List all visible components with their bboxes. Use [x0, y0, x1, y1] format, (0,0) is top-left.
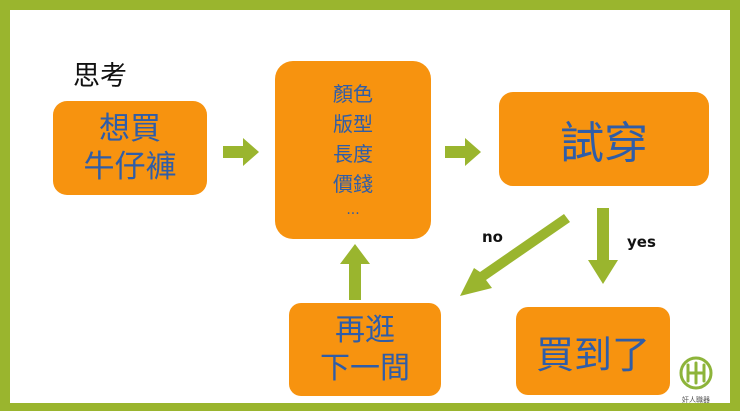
criteria-fit: 版型 — [333, 112, 373, 136]
criteria-price: 價錢 — [333, 172, 373, 196]
logo-caption: 奸人職器 — [682, 396, 710, 404]
edge-label-yes: yes — [627, 233, 656, 251]
node-want-jeans-line-1: 想買 — [99, 111, 161, 147]
node-shop-next-line-2: 下一間 — [320, 350, 410, 386]
node-want-jeans-line-2: 牛仔褲 — [83, 149, 177, 185]
node-bought: 買到了 — [516, 307, 670, 395]
node-bought-label: 買到了 — [535, 332, 650, 377]
arrow-criteria-to-try-on — [445, 138, 481, 166]
node-shop-next-store: 再逛 下一間 — [289, 303, 441, 396]
criteria-length: 長度 — [333, 142, 373, 166]
node-shop-next-line-1: 再逛 — [335, 312, 395, 348]
slide-canvas: 思考 想買 牛仔褲 顏色 版型 長度 價錢 ... 試穿 再逛 下一間 買到了 — [10, 10, 730, 404]
criteria-more: ... — [346, 202, 360, 218]
node-want-jeans: 想買 牛仔褲 — [53, 101, 207, 195]
logo-mark-icon — [679, 356, 713, 390]
arrow-no-to-shop-next — [460, 214, 570, 296]
arrow-want-to-criteria — [223, 138, 259, 166]
criteria-color: 顏色 — [333, 82, 373, 106]
arrow-shop-next-to-criteria — [340, 244, 370, 300]
node-criteria: 顏色 版型 長度 價錢 ... — [275, 61, 431, 239]
heading-thinking: 思考 — [73, 61, 127, 92]
edge-label-no: no — [482, 228, 503, 246]
node-try-on: 試穿 — [499, 92, 709, 186]
node-try-on-label: 試穿 — [560, 118, 648, 169]
arrow-yes-to-bought — [588, 208, 618, 284]
brand-logo: 奸人職器 — [675, 356, 717, 404]
